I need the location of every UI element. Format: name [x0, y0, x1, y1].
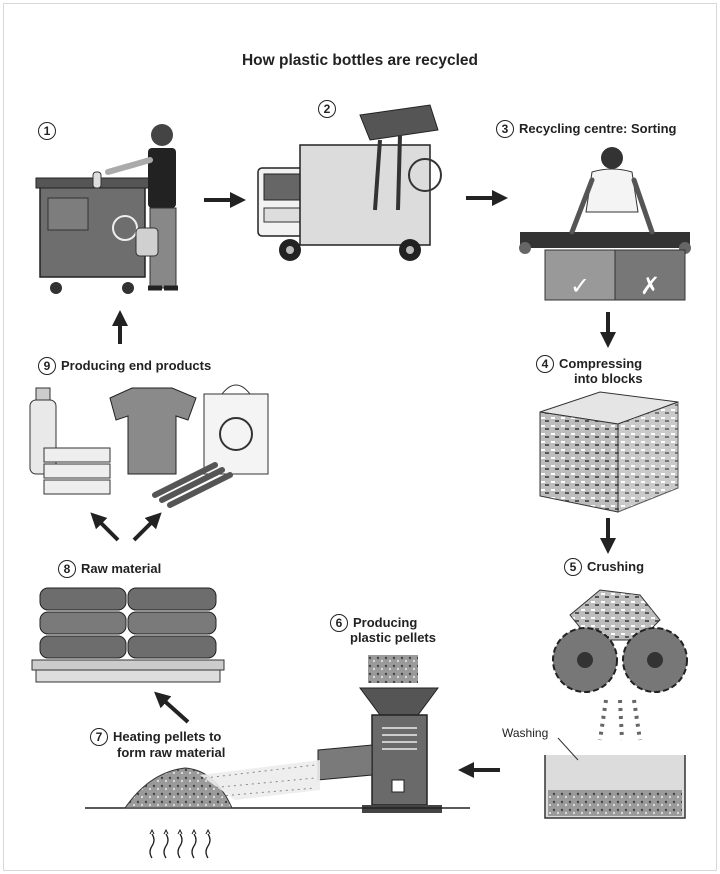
step-5-number: 5: [564, 558, 582, 576]
sort-reject-mark: ✗: [640, 272, 660, 300]
step-4-text-line2: into blocks: [574, 371, 643, 386]
step-2-label: 2: [318, 100, 341, 118]
arrow-8-to-9-right: [132, 512, 162, 542]
step-6-text-line2: plastic pellets: [350, 630, 436, 645]
step-4-text-line1: Compressing: [559, 356, 643, 371]
step-5-text: Crushing: [587, 559, 645, 574]
step-3-number: 3: [496, 120, 514, 138]
arrow-8-to-9-left: [90, 512, 120, 542]
step-7-text-line1: Heating pellets to: [113, 729, 222, 744]
step-8-number: 8: [58, 560, 76, 578]
sort-accept-mark: ✓: [570, 272, 590, 300]
step-2-number: 2: [318, 100, 336, 118]
step-1-recycling-bin-illustration: [35, 124, 178, 294]
step-3-label: 3 Recycling centre: Sorting: [496, 120, 676, 138]
step-1-label: 1: [38, 122, 61, 140]
step-6-pellet-machine-illustration: [317, 655, 442, 813]
step-6-number: 6: [330, 614, 348, 632]
flow-arrows: [90, 190, 616, 778]
washing-label: Washing: [502, 726, 549, 740]
step-8-label: 8 Raw material: [58, 560, 161, 578]
step-8-raw-material-illustration: [31, 587, 225, 683]
step-9-text: Producing end products: [61, 358, 212, 373]
step-4-number: 4: [536, 355, 554, 373]
step-9-label: 9 Producing end products: [38, 357, 211, 375]
step-9-end-products-illustration: [29, 384, 269, 508]
step-4-compressed-block-illustration: [539, 391, 679, 513]
step-5-label: 5 Crushing: [564, 558, 644, 576]
step-6-text-line1: Producing: [353, 615, 418, 630]
step-1-number: 1: [38, 122, 56, 140]
step-7-number: 7: [90, 728, 108, 746]
diagram-title: How plastic bottles are recycled: [241, 52, 479, 69]
arrow-7-to-8: [154, 691, 190, 724]
step-7-label: 7 Heating pellets to: [90, 728, 221, 746]
step-5-crushing-illustration: [544, 589, 688, 819]
diagram-frame: [3, 3, 717, 871]
step-8-text: Raw material: [81, 561, 162, 576]
step-7-text-line2: form raw material: [117, 745, 226, 760]
step-6-label: 6 Producing: [330, 614, 417, 632]
step-7-heating-illustration: [85, 760, 470, 859]
step-4-label: 4 Compressing: [536, 355, 642, 373]
step-9-number: 9: [38, 357, 56, 375]
step-2-collection-truck-illustration: [257, 104, 442, 261]
step-3-sorting-illustration: ✓ ✗: [519, 147, 691, 301]
step-3-text: Recycling centre: Sorting: [519, 121, 677, 136]
